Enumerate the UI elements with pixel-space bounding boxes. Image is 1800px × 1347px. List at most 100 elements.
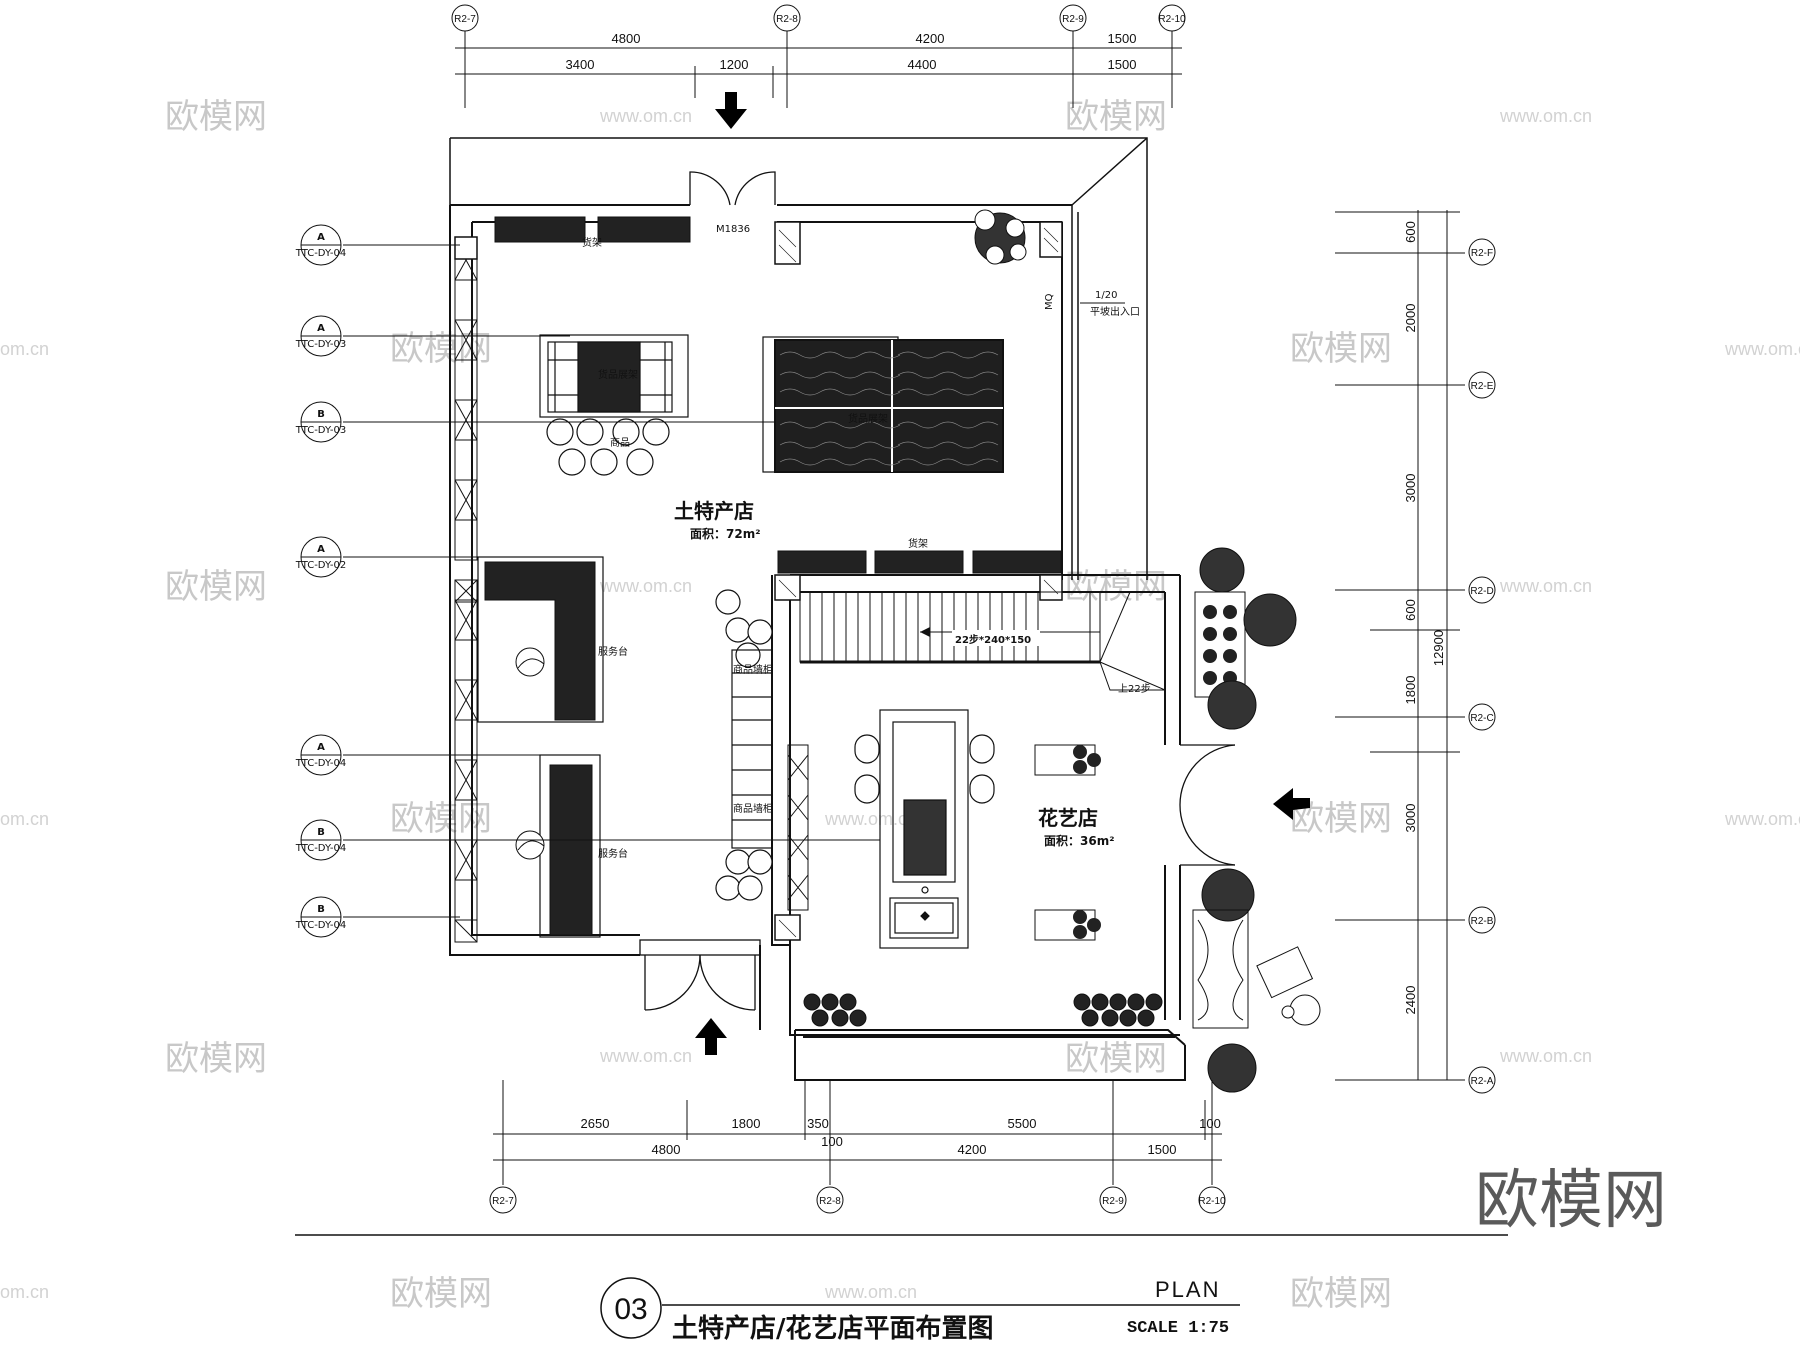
canopy-outline (449, 137, 1148, 580)
svg-text:TTC-DY-04: TTC-DY-04 (295, 843, 346, 854)
watermark-brand: 欧模网 (390, 1274, 492, 1314)
svg-text:4800: 4800 (652, 1142, 681, 1157)
bottom-dims-text: 2650 1800 350 5500 100 100 4800 4200 150… (581, 1116, 1221, 1157)
watermark-url: www.om.cn (599, 1046, 692, 1066)
svg-text:R2-9: R2-9 (1062, 14, 1084, 25)
svg-text:A: A (317, 544, 325, 555)
column (774, 574, 801, 601)
outdoor-planters (1192, 547, 1321, 1093)
plant-icon (974, 209, 1027, 265)
dim-top-4800: 4800 (612, 31, 641, 46)
florist-table (879, 709, 969, 949)
door-right (1179, 744, 1236, 866)
svg-text:3000: 3000 (1403, 474, 1418, 503)
svg-text:R2-7: R2-7 (492, 1196, 514, 1207)
svg-text:R2-10: R2-10 (1198, 1196, 1226, 1207)
watermark-brand: 欧模网 (1065, 567, 1167, 607)
title-block: 03 土特产店/花艺店平面布置图 PLAN SCALE 1:75 (600, 1277, 1240, 1344)
watermark-url: www.om.cn (1499, 106, 1592, 126)
stair-label-bg (952, 630, 1040, 646)
top-dimension-lines (455, 28, 1182, 108)
flower-pots (803, 744, 1163, 1027)
central-rack (762, 336, 1004, 473)
axis-bubble: R2-D (1468, 576, 1496, 604)
plan-label: PLAN (1155, 1277, 1220, 1302)
svg-text:A: A (317, 232, 325, 243)
svg-text:100: 100 (1199, 1116, 1221, 1131)
shelf-label: 货架 (908, 537, 928, 550)
stair-up-label: 上22步 (1118, 683, 1151, 695)
dim-top-4400: 4400 (908, 57, 937, 72)
column (1039, 574, 1063, 601)
rack-label: 货品展架 (848, 412, 888, 425)
room-name-florist: 花艺店 (1038, 806, 1098, 830)
axis-bubble: R2-F (1468, 238, 1496, 266)
axis-bubble: R2-E (1468, 371, 1496, 399)
watermark-brand: 欧模网 (1290, 1274, 1392, 1314)
column (774, 221, 801, 265)
svg-text:TTC-DY-03: TTC-DY-03 (295, 339, 346, 350)
service-label: 服务台 (598, 645, 628, 658)
wall-cabinet (731, 649, 773, 849)
watermark-url: www.om.cn (824, 809, 917, 829)
room-area-specialty: 面积：72m² (690, 526, 760, 541)
svg-text:R2-8: R2-8 (819, 1196, 841, 1207)
svg-text:1800: 1800 (1403, 676, 1418, 705)
watermark-url-short: om.cn (0, 339, 49, 359)
round-stools (546, 418, 773, 901)
bottom-axis-bubbles: R2-7 R2-8 R2-9 R2-10 (489, 1186, 1226, 1214)
svg-text:R2-D: R2-D (1470, 586, 1493, 597)
svg-text:2400: 2400 (1403, 986, 1418, 1015)
display-zone-label: 商品 (610, 436, 630, 449)
scale-label: SCALE 1:75 (1127, 1319, 1229, 1338)
arrow-left-icon (1273, 788, 1310, 820)
right-axis-bubbles: R2-F R2-E R2-D R2-C R2-B R2-A (1468, 238, 1496, 1094)
drawing-number-bubble (600, 1277, 662, 1339)
service-counter-1 (477, 556, 604, 723)
watermark-brand: 欧模网 (1065, 1039, 1167, 1079)
svg-text:B: B (317, 827, 325, 838)
stair-spec: 22步*240*150 (955, 633, 1031, 646)
svg-text:2650: 2650 (581, 1116, 610, 1131)
svg-text:TTC-DY-02: TTC-DY-02 (295, 560, 346, 571)
section-mark: B TTC-DY-04 (295, 819, 346, 861)
axis-bubble: R2-7 (451, 4, 479, 32)
rack-label-small: 货品展架 (598, 368, 638, 381)
axis-bubble: R2-A (1468, 1066, 1496, 1094)
svg-text:B: B (317, 409, 325, 420)
dim-top-1200: 1200 (720, 57, 749, 72)
svg-text:100: 100 (821, 1134, 843, 1149)
florist-chairs (854, 734, 995, 804)
svg-text:1800: 1800 (732, 1116, 761, 1131)
door-main (689, 171, 776, 206)
watermark-layer: 欧模网 欧模网 欧模网 欧模网 欧模网 欧模网 欧模网 欧模网 欧模网 欧模网 … (0, 97, 1800, 1314)
svg-text:R2-F: R2-F (1471, 248, 1493, 259)
watermark-brand: 欧模网 (390, 799, 492, 839)
room-area-florist: 面积：36m² (1044, 833, 1114, 848)
axis-bubble: R2-C (1468, 703, 1496, 731)
axis-bubble: R2-8 (773, 4, 801, 32)
bottom-dimension-lines (493, 1080, 1222, 1185)
display-table (539, 334, 689, 418)
column (454, 236, 478, 260)
florist-cabinet (787, 744, 809, 911)
right-shelves (777, 550, 1062, 574)
column (1039, 221, 1063, 258)
svg-text:4200: 4200 (958, 1142, 987, 1157)
dim-top-4200: 4200 (916, 31, 945, 46)
svg-text:5500: 5500 (1008, 1116, 1037, 1131)
shelf-block (494, 216, 586, 243)
watermark-brand: 欧模网 (1290, 329, 1392, 369)
watermark-url: www.om.cn (1724, 339, 1800, 359)
stairs (799, 591, 1166, 691)
svg-text:R2-E: R2-E (1471, 381, 1494, 392)
axis-bubble: R2-10 (1198, 1186, 1226, 1214)
dim-top-1500: 1500 (1108, 31, 1137, 46)
svg-text:R2-B: R2-B (1471, 916, 1494, 927)
ramp-slope: 1/20 (1095, 290, 1117, 301)
